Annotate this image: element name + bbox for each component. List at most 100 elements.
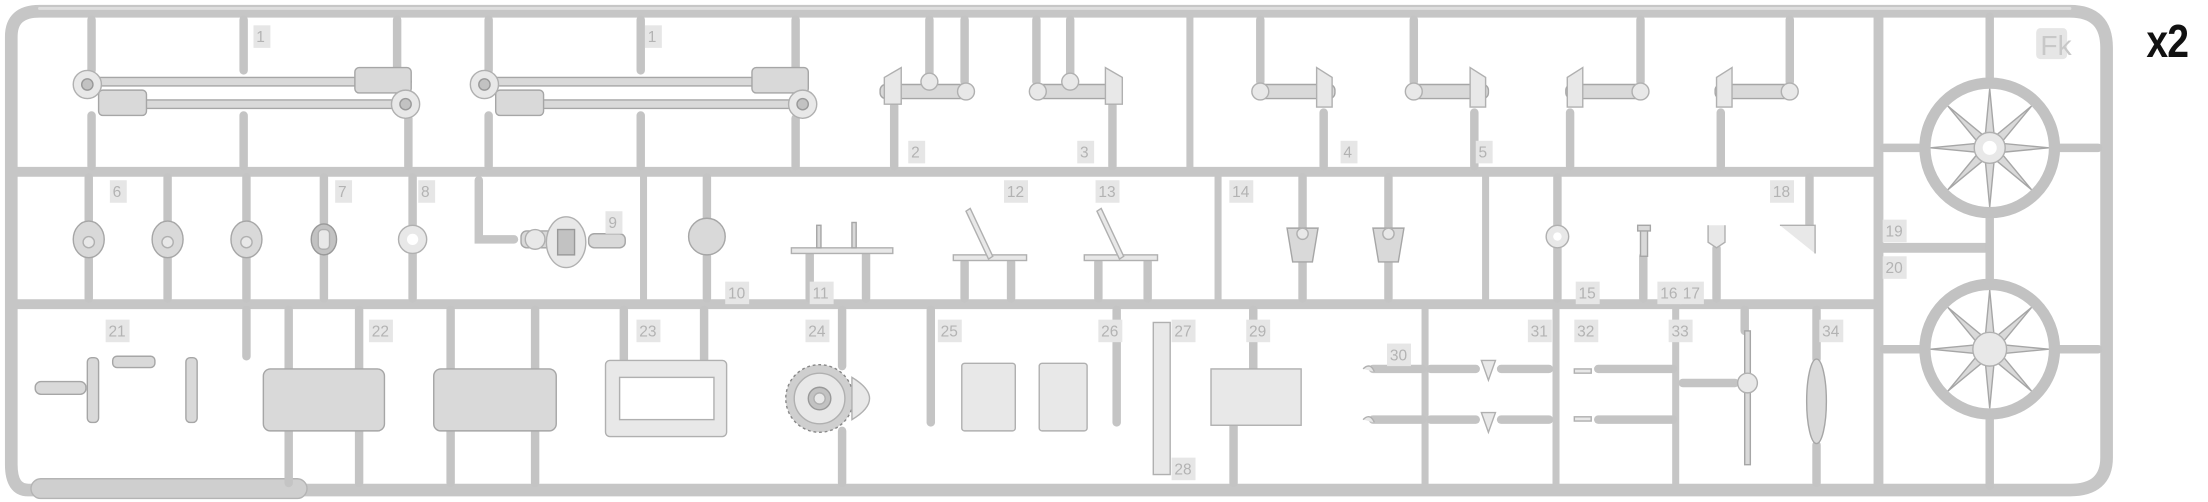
part-22-panel	[433, 368, 557, 432]
tag-background	[636, 319, 661, 343]
part-22-panel	[262, 368, 386, 432]
part-number: 20	[1886, 260, 1903, 277]
part-1-rod-assembly	[469, 66, 818, 119]
tag-background	[368, 319, 393, 343]
part-number-tag: 23	[636, 319, 661, 343]
part-number-tag: 29	[1246, 319, 1271, 343]
tag-background	[1171, 457, 1196, 481]
part-number-tag: 13	[1095, 180, 1120, 203]
part-number-tag: 3	[1077, 140, 1095, 164]
part-number: 16	[1660, 286, 1677, 303]
part-number-tag: 1	[644, 25, 662, 48]
part-number-tag: 1	[253, 25, 271, 48]
part-32-tap	[1573, 368, 1592, 422]
part-number: 14	[1232, 184, 1250, 201]
part-6-cap	[72, 220, 105, 259]
part-4-bracket	[1404, 66, 1490, 108]
part-number: 2	[911, 145, 920, 162]
sprue-quantity-label: x2	[2146, 15, 2189, 67]
part-number-tag: 4	[1340, 140, 1358, 164]
part-6-cap	[151, 220, 184, 259]
part-number-tag: 16	[1657, 281, 1682, 305]
tag-background	[1574, 319, 1599, 343]
part-18-angle	[1779, 224, 1816, 254]
sprue-handle	[30, 478, 308, 500]
part-number: 1	[648, 29, 657, 46]
part-10-disc	[687, 217, 726, 256]
part-34-ring	[1805, 358, 1828, 445]
tag-background	[1882, 219, 1907, 243]
tag-background	[725, 281, 750, 305]
tag-background	[1575, 281, 1600, 305]
tag-background	[1340, 140, 1358, 164]
part-number-tag: 10	[725, 281, 750, 305]
part-11-bracket	[790, 221, 894, 255]
part-number-tag: 34	[1819, 319, 1844, 343]
part-number-tag: 26	[1098, 319, 1123, 343]
part-7-ring	[310, 223, 338, 256]
part-number: 3	[1080, 145, 1089, 162]
part-number: 1	[256, 29, 265, 46]
part-1-rod-assembly	[72, 66, 421, 119]
sprue-runners	[4, 4, 2113, 500]
part-14-hinge	[1372, 227, 1405, 263]
part-number-tag: 5	[1475, 140, 1493, 164]
part-8-washer	[397, 224, 428, 255]
sprue-frame	[4, 4, 2113, 497]
tag-background	[1475, 140, 1493, 164]
part-number: 23	[639, 324, 656, 341]
part-number-tag: 19	[1882, 219, 1907, 243]
part-number-tag: 24	[805, 319, 830, 343]
tag-background	[1387, 343, 1411, 367]
part-number: 29	[1249, 324, 1266, 341]
part-12-lever	[952, 207, 1028, 262]
part-number-tag: 18	[1770, 180, 1794, 203]
tag-background	[109, 180, 127, 203]
part-2-bracket	[879, 66, 976, 105]
tag-background	[335, 180, 353, 203]
part-number: 27	[1174, 324, 1191, 341]
tag-background	[809, 281, 834, 305]
tag-background	[908, 140, 926, 164]
part-31-clip	[1480, 359, 1497, 435]
part-number-tag: 9	[605, 211, 623, 234]
part-number: 31	[1531, 324, 1548, 341]
part-number-tag: 6	[109, 180, 127, 203]
part-17-fork	[1707, 225, 1726, 249]
part-number: 7	[338, 184, 347, 201]
part-number: 5	[1479, 145, 1488, 162]
part-number: 9	[608, 215, 617, 232]
part-number-tag: 22	[368, 319, 393, 343]
part-number-tag: 27	[1171, 319, 1196, 343]
part-number: 24	[808, 324, 826, 341]
tag-background	[1171, 319, 1196, 343]
part-number-tag: 25	[937, 319, 962, 343]
tag-background	[1095, 180, 1120, 203]
part-4-bracket	[1251, 66, 1336, 108]
part-number: 13	[1098, 184, 1115, 201]
part-13-lever	[1083, 207, 1159, 262]
part-number-tag: 2	[908, 140, 926, 164]
part-number-tag: 20	[1882, 256, 1907, 279]
part-21-shock	[34, 355, 198, 424]
part-30-hook	[1362, 365, 1376, 423]
part-number: 8	[421, 184, 430, 201]
part-23-frame	[604, 359, 728, 438]
tag-background	[1679, 281, 1704, 305]
part-24-gear	[785, 364, 871, 434]
part-20-steering-wheel	[1919, 278, 2061, 420]
part-14-hinge	[1286, 227, 1319, 263]
part-25-plate	[961, 362, 1016, 432]
tag-background	[1668, 319, 1693, 343]
part-number-tag: 15	[1575, 281, 1600, 305]
tag-background	[105, 319, 130, 343]
part-number-tag: 28	[1171, 457, 1196, 481]
tag-background	[1819, 319, 1844, 343]
part-number: 34	[1822, 324, 1840, 341]
sprue-id-text: Fk	[2040, 30, 2072, 61]
part-29-block	[1210, 368, 1302, 426]
part-number-tag: 33	[1668, 319, 1693, 343]
part-number-tag: 14	[1229, 180, 1254, 203]
part-number: 28	[1174, 462, 1191, 479]
